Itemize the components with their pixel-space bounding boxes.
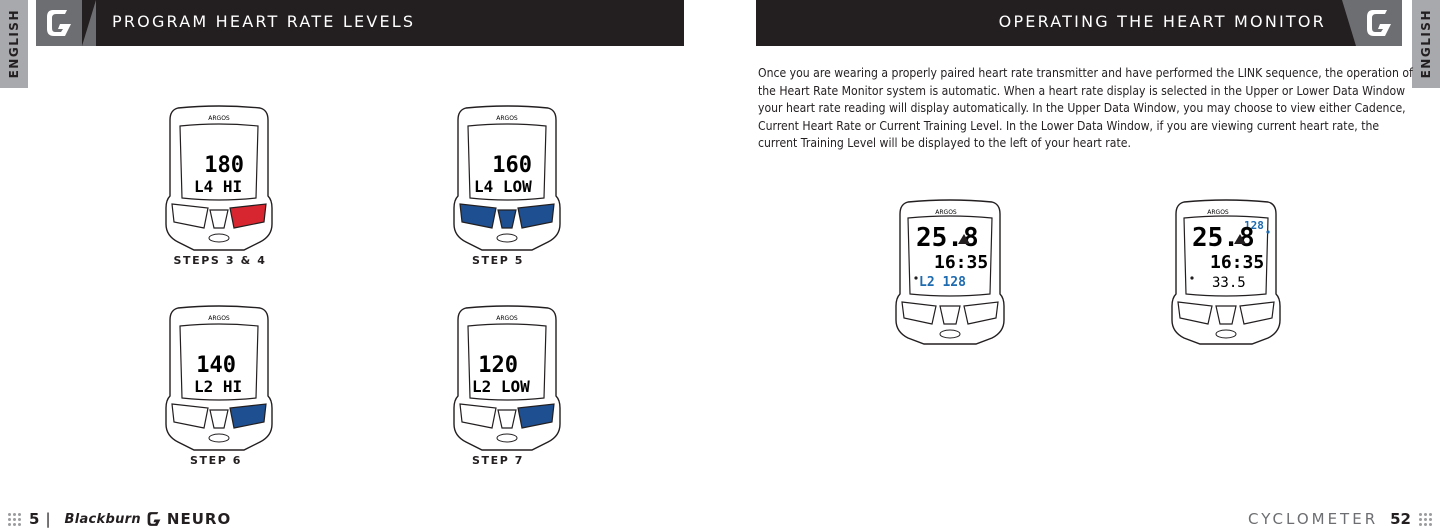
device-illustration: ARGOS 180 L4 HI xyxy=(165,105,273,251)
step-caption: STEP 6 xyxy=(189,454,243,467)
dots-icon xyxy=(8,512,21,526)
right-header-bar: OPERATING THE HEART MONITOR xyxy=(756,0,1402,46)
device-lower-hr: L2 128 xyxy=(919,275,966,290)
page-title: OPERATING THE HEART MONITOR xyxy=(998,12,1326,31)
device-illustration: ARGOS 25.8 16:35 L2 128 xyxy=(895,199,1005,345)
brand-name: Blackburn xyxy=(64,511,141,527)
left-footer: 5 | Blackburn NEURO xyxy=(8,510,231,528)
device-illustration: ARGOS 140 L2 HI xyxy=(165,305,273,451)
left-header-bar: PROGRAM HEART RATE LEVELS xyxy=(36,0,684,46)
language-label: ENGLISH xyxy=(1419,9,1433,79)
device-illustration: ARGOS 128 25.8 16:35 33.5 xyxy=(1171,199,1281,345)
header-divider-icon xyxy=(82,0,96,46)
device-value: 140 xyxy=(196,353,236,378)
header-divider-icon xyxy=(1342,0,1356,46)
device-lower-value: 33.5 xyxy=(1212,275,1246,291)
device-illustration: ARGOS 160 L4 LOW xyxy=(453,105,561,251)
device-speed: 25.8 xyxy=(1192,223,1255,253)
neuro-logo-icon xyxy=(147,512,161,526)
device-upper-hr: 128 xyxy=(1244,219,1264,232)
blackburn-logo-icon xyxy=(1356,0,1402,46)
device-value: 180 xyxy=(204,153,244,178)
language-tab-right: ENGLISH xyxy=(1412,0,1440,88)
step-caption: STEP 5 xyxy=(471,254,525,267)
footer-label: CYCLOMETER xyxy=(1247,510,1379,528)
step-caption: STEP 7 xyxy=(471,454,525,467)
product-name: NEURO xyxy=(166,510,232,528)
device-brand: ARGOS xyxy=(1207,209,1229,216)
step-caption: STEPS 3 & 4 xyxy=(173,254,267,267)
page-number: 5 xyxy=(29,510,40,528)
device-brand: ARGOS xyxy=(208,115,230,122)
page-number: 52 xyxy=(1390,510,1411,528)
device-time: 16:35 xyxy=(1210,252,1264,273)
device-brand: ARGOS xyxy=(496,115,518,122)
page-title: PROGRAM HEART RATE LEVELS xyxy=(112,12,416,31)
device-brand: ARGOS xyxy=(208,315,230,322)
device-time: 16:35 xyxy=(934,252,988,273)
device-value: 160 xyxy=(492,153,532,178)
device-illustration: ARGOS 120 L2 LOW xyxy=(453,305,561,451)
language-label: ENGLISH xyxy=(7,9,21,79)
device-speed: 25.8 xyxy=(916,223,979,253)
language-tab-left: ENGLISH xyxy=(0,0,28,88)
device-brand: ARGOS xyxy=(935,209,957,216)
device-level: L2 HI xyxy=(194,377,242,396)
body-paragraph: Once you are wearing a properly paired h… xyxy=(758,65,1413,150)
blackburn-logo-icon xyxy=(36,0,82,46)
device-level: L2 LOW xyxy=(472,377,530,396)
device-level: L4 HI xyxy=(194,177,242,196)
right-footer: CYCLOMETER 52 xyxy=(1248,510,1432,528)
separator: | xyxy=(45,510,51,528)
dots-icon xyxy=(1419,512,1432,526)
device-level: L4 LOW xyxy=(474,177,532,196)
device-brand: ARGOS xyxy=(496,315,518,322)
device-value: 120 xyxy=(478,353,518,378)
